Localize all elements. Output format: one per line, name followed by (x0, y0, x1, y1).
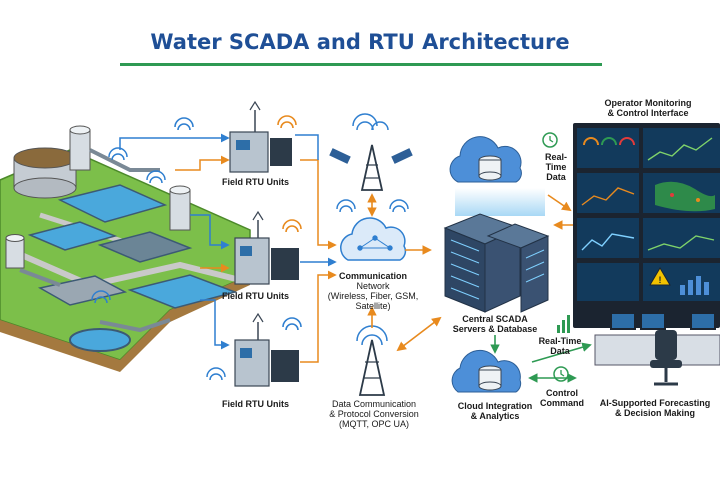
title-underline (120, 63, 602, 66)
warning-icon: ! (649, 267, 671, 286)
control-command-label: Control Command (532, 388, 592, 408)
realtime-bottom-line-1: Real-Time (538, 336, 582, 346)
bar-chart-icon (557, 315, 570, 333)
pipes (19, 148, 171, 333)
svg-text:!: ! (659, 275, 662, 285)
central-scada-line-1: Central SCADA (462, 314, 528, 324)
central-scada-line-2: Servers & Database (452, 324, 538, 334)
communication-network-cloud (336, 199, 409, 261)
video-wall (573, 123, 720, 328)
clock-icon-top (542, 132, 558, 148)
rtu-wifi-icons (174, 115, 302, 331)
field-rtu-label-2: Field RTU Units (222, 291, 289, 301)
storage-silos (5, 125, 191, 269)
control-command-line-2: Command (539, 398, 584, 408)
ai-line-2: & Decision Making (614, 408, 695, 418)
treatment-basins (27, 184, 238, 309)
ai-forecasting-label: AI-Supported Forecasting & Decision Maki… (592, 398, 718, 418)
rtu-cabinet-1 (229, 100, 292, 173)
data-comm-line-3: (MQTT, OPC UA) (339, 419, 409, 429)
realtime-top-line-3: Data (546, 172, 566, 182)
plant-to-rtu-arrows (119, 133, 230, 350)
cloud-operator-arrow (531, 342, 592, 363)
water-treatment-plant (0, 125, 251, 381)
data-comm-line-2: & Protocol Conversion (329, 409, 419, 419)
communication-network-label: Communication Network (Wireless, Fiber, … (318, 271, 428, 311)
scada-cloud-top (449, 136, 522, 183)
satellite-tower (329, 113, 413, 191)
realtime-top-line-2: Time (545, 162, 567, 172)
operator-line-1: Operator Monitoring (604, 98, 692, 108)
server-racks (443, 213, 550, 313)
gateway-tower (356, 325, 388, 396)
realtime-data-bottom-label: Real-Time Data (530, 336, 590, 356)
bar-panel (680, 276, 709, 295)
map-panel (655, 181, 715, 212)
rtu-cabinet-2 (234, 210, 299, 285)
cloud-integration (451, 349, 522, 393)
comm-network-line-4: Satellite) (355, 301, 391, 311)
servers-to-operator-arrow (547, 194, 572, 212)
comm-network-line-1: Communication (338, 271, 407, 281)
dashboard-gauges (583, 137, 635, 146)
cloud-line-2: & Analytics (470, 411, 520, 421)
server-led-rows (450, 239, 545, 300)
cloud-line-1: Cloud Integration (457, 401, 533, 411)
realtime-top-line-1: Real- (544, 152, 567, 162)
field-rtu-label-1: Field RTU Units (222, 177, 289, 187)
operator-interface-label: Operator Monitoring & Control Interface (580, 98, 716, 118)
clarifier-tank (13, 147, 77, 199)
realtime-bottom-line-2: Data (550, 346, 570, 356)
field-rtu-label-3: Field RTU Units (222, 399, 289, 409)
comm-network-line-2: Network (356, 281, 390, 291)
operator-chair (650, 330, 682, 386)
data-comm-line-1: Data Communication (331, 399, 417, 409)
round-pool (69, 328, 131, 352)
plant-wifi-icons (91, 147, 226, 381)
control-command-line-1: Control (546, 388, 578, 398)
data-beam (455, 188, 545, 216)
gateway-servers-arrow (396, 316, 442, 352)
comm-network-line-3: (Wireless, Fiber, GSM, (327, 291, 419, 301)
clock-icon-bottom (553, 366, 569, 382)
realtime-data-top-label: Real- Time Data (539, 152, 573, 182)
ai-line-1: AI-Supported Forecasting (599, 398, 711, 408)
rtu-to-network-arrows (295, 134, 337, 363)
central-scada-label: Central SCADA Servers & Database (440, 314, 550, 334)
data-communication-label: Data Communication & Protocol Conversion… (320, 399, 428, 429)
rtu-cabinet-3 (234, 312, 299, 387)
dashboard-charts (581, 137, 715, 251)
diagram-title: Water SCADA and RTU Architecture (150, 30, 570, 54)
operator-line-2: & Control Interface (607, 108, 689, 118)
cloud-integration-label: Cloud Integration & Analytics (440, 401, 550, 421)
